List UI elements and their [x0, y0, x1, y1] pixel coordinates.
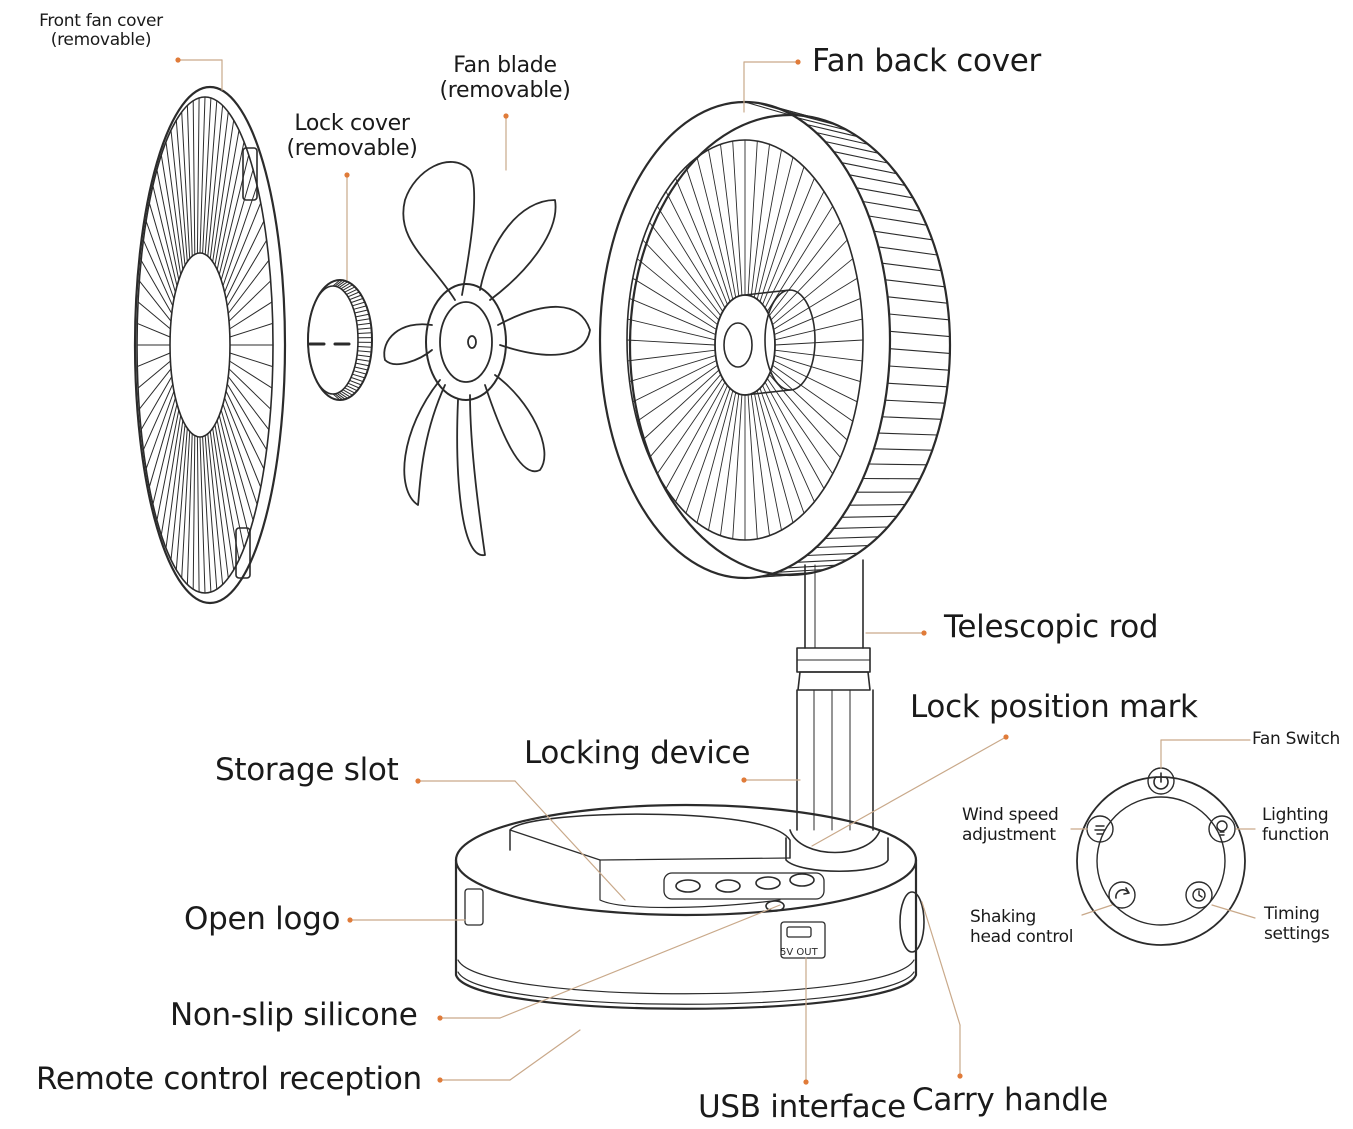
leader-dots	[175, 57, 1009, 1085]
control-panel-drawing	[1076, 767, 1246, 946]
label-locking-device: Locking device	[524, 735, 751, 771]
label-open-logo: Open logo	[184, 901, 341, 937]
bulb-icon	[1216, 820, 1228, 836]
label-shaking-head: Shaking head control	[970, 907, 1074, 947]
leader-lines	[177, 59, 1256, 1083]
front-fan-cover-drawing	[133, 85, 287, 605]
label-lock-position-mark: Lock position mark	[910, 689, 1198, 725]
label-lock-cover: Lock cover (removable)	[286, 111, 418, 161]
label-non-slip-silicone: Non-slip silicone	[170, 997, 418, 1033]
power-icon	[1153, 772, 1169, 790]
lock-cover-drawing	[307, 279, 373, 401]
label-fan-back-cover: Fan back cover	[812, 43, 1041, 79]
usb-port-label: 5V OUT	[780, 947, 819, 958]
label-timing: Timing settings	[1264, 904, 1330, 944]
label-front-fan-cover: Front fan cover (removable)	[39, 11, 163, 51]
label-telescopic-rod: Telescopic rod	[944, 609, 1159, 645]
label-fan-switch: Fan Switch	[1252, 729, 1341, 749]
label-wind-speed: Wind speed adjustment	[962, 805, 1059, 845]
label-lighting: Lighting function	[1262, 805, 1330, 845]
rotate-icon	[1115, 887, 1130, 899]
clock-icon	[1192, 888, 1206, 902]
fan-speed-icon	[1094, 825, 1106, 835]
label-carry-handle: Carry handle	[912, 1082, 1108, 1118]
label-storage-slot: Storage slot	[215, 752, 399, 788]
fan-back-cover-drawing	[598, 100, 952, 580]
label-usb-interface: USB interface	[698, 1089, 906, 1125]
telescopic-rod-drawing	[785, 559, 889, 872]
base-drawing	[454, 803, 925, 1010]
label-remote-control-reception: Remote control reception	[36, 1061, 422, 1097]
fan-blade-drawing	[383, 161, 591, 556]
label-fan-blade: Fan blade (removable)	[439, 53, 571, 103]
